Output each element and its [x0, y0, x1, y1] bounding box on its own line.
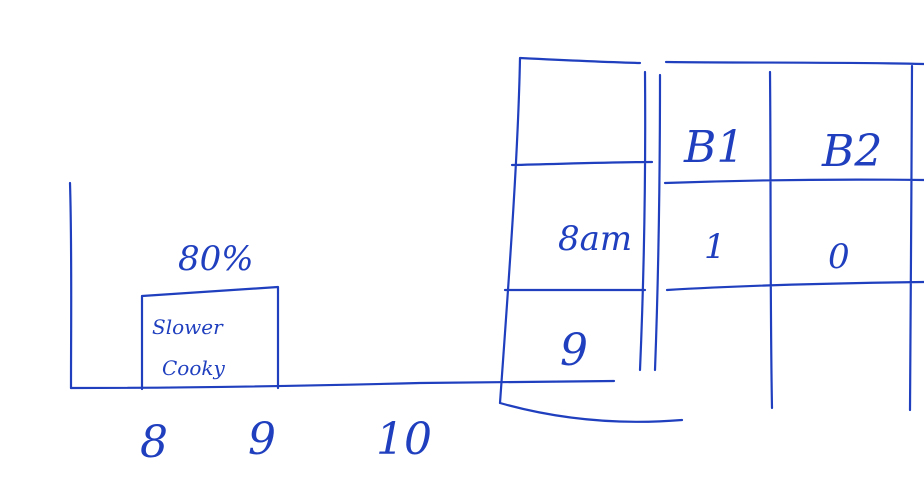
tick-label-8: 8: [140, 417, 168, 468]
bar-text-line2: Cooky: [162, 356, 226, 380]
task-bar: [140, 285, 280, 391]
time-table-frame: [498, 56, 684, 423]
bar-percentage-label: 80%: [178, 239, 254, 279]
tick-label-10: 10: [376, 414, 432, 465]
value-header-b1: B1: [683, 122, 744, 173]
time-row-8am: 8am: [558, 219, 632, 259]
timeline-x-axis: [69, 379, 616, 390]
tick-label-9: 9: [248, 414, 276, 465]
value-table-frame: [653, 60, 924, 412]
value-header-b2: B2: [821, 126, 882, 177]
value-cell-r1-b2: 0: [828, 237, 850, 277]
timeline-y-axis: [68, 181, 73, 390]
time-row-9: 9: [560, 325, 588, 376]
bar-text-line1: Slower: [152, 315, 224, 339]
value-cell-r1-b1: 1: [704, 227, 726, 267]
